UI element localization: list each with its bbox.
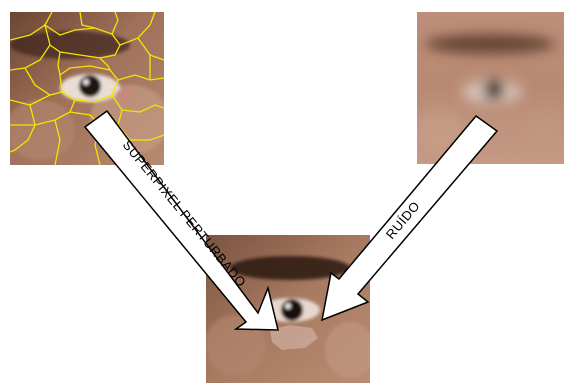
segmented-eye-photo: [5, 12, 170, 165]
superpixel-arrow-label: SUPERPIXEL PERTURBADO: [120, 137, 249, 290]
blurred-eye-photo: [415, 12, 565, 164]
arrow-noise: RUÍDO: [322, 116, 497, 320]
